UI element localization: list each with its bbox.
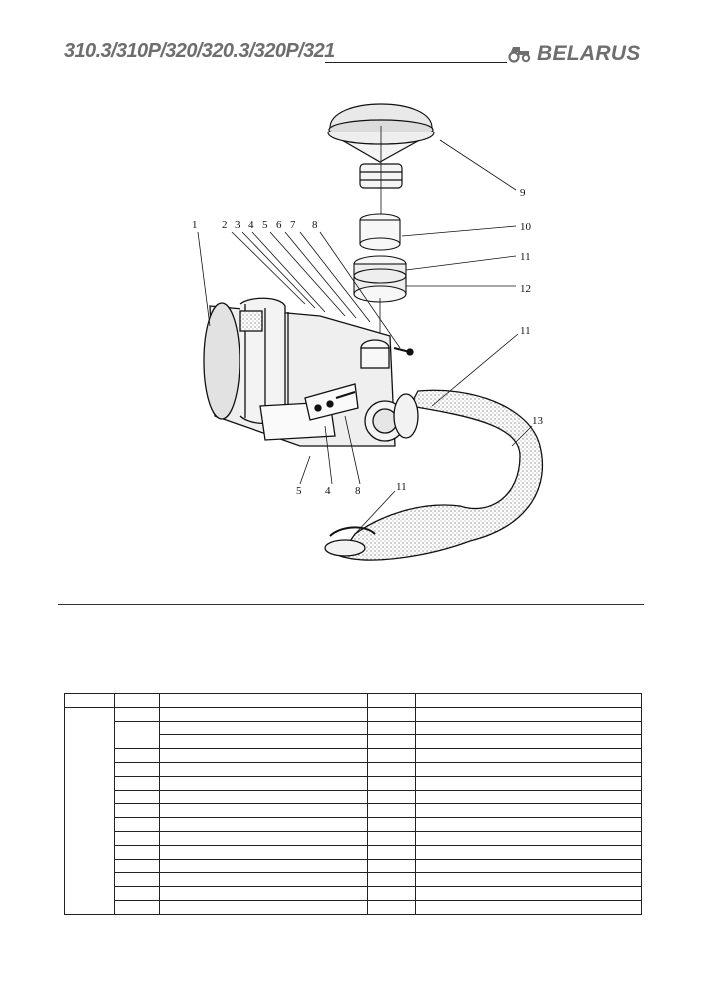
table-group-cell <box>64 706 115 915</box>
callout-12: 12 <box>520 283 531 295</box>
table-header-row <box>64 693 642 708</box>
callout-5-bottom: 5 <box>296 485 302 497</box>
table-row <box>65 872 642 888</box>
parts-table <box>64 693 642 915</box>
table-row <box>65 899 642 915</box>
callout-9: 9 <box>520 187 526 199</box>
table-row <box>65 761 642 777</box>
tractor-icon <box>508 47 531 63</box>
callout-8: 8 <box>312 219 318 231</box>
callout-11-bottom: 11 <box>396 481 407 493</box>
header-model-title: 310.3/310Р/320/320.3/320Р/321 <box>64 40 335 62</box>
callout-1: 1 <box>192 219 198 231</box>
callout-4: 4 <box>248 219 254 231</box>
table-row <box>65 734 642 750</box>
table-row <box>64 706 642 915</box>
air-cleaner-housing <box>203 297 414 447</box>
table-row <box>65 748 642 763</box>
table-row <box>65 789 642 805</box>
air-cleaner-exploded-diagram: 1 2 3 4 5 6 7 8 9 10 11 11 12 11 13 5 4 … <box>192 103 544 561</box>
table-row <box>65 886 642 901</box>
callout-2: 2 <box>222 219 228 231</box>
table-row <box>65 775 642 791</box>
callout-11-top: 11 <box>520 251 531 263</box>
table-row <box>65 803 642 819</box>
table-row <box>65 830 642 846</box>
callout-5: 5 <box>262 219 268 231</box>
callout-4-bottom: 4 <box>325 485 331 497</box>
table-row <box>65 844 642 860</box>
connector-sleeve <box>353 213 407 336</box>
table-row <box>65 720 642 750</box>
header-rule <box>325 62 507 63</box>
table-row <box>65 817 642 832</box>
callout-13: 13 <box>532 415 544 427</box>
brand-name: BELARUS <box>537 42 641 65</box>
callout-3: 3 <box>235 219 241 231</box>
callout-8-bottom: 8 <box>355 485 361 497</box>
leader-lines <box>197 139 533 535</box>
brand-logo: BELARUS <box>508 42 641 66</box>
callout-10: 10 <box>520 221 532 233</box>
callout-7: 7 <box>290 219 296 231</box>
table-row <box>65 858 642 874</box>
inlet-cap <box>327 103 435 226</box>
intake-hose <box>324 389 544 561</box>
separator-rule <box>58 604 644 605</box>
callout-11-hose: 11 <box>520 325 531 337</box>
callout-6: 6 <box>276 219 282 231</box>
